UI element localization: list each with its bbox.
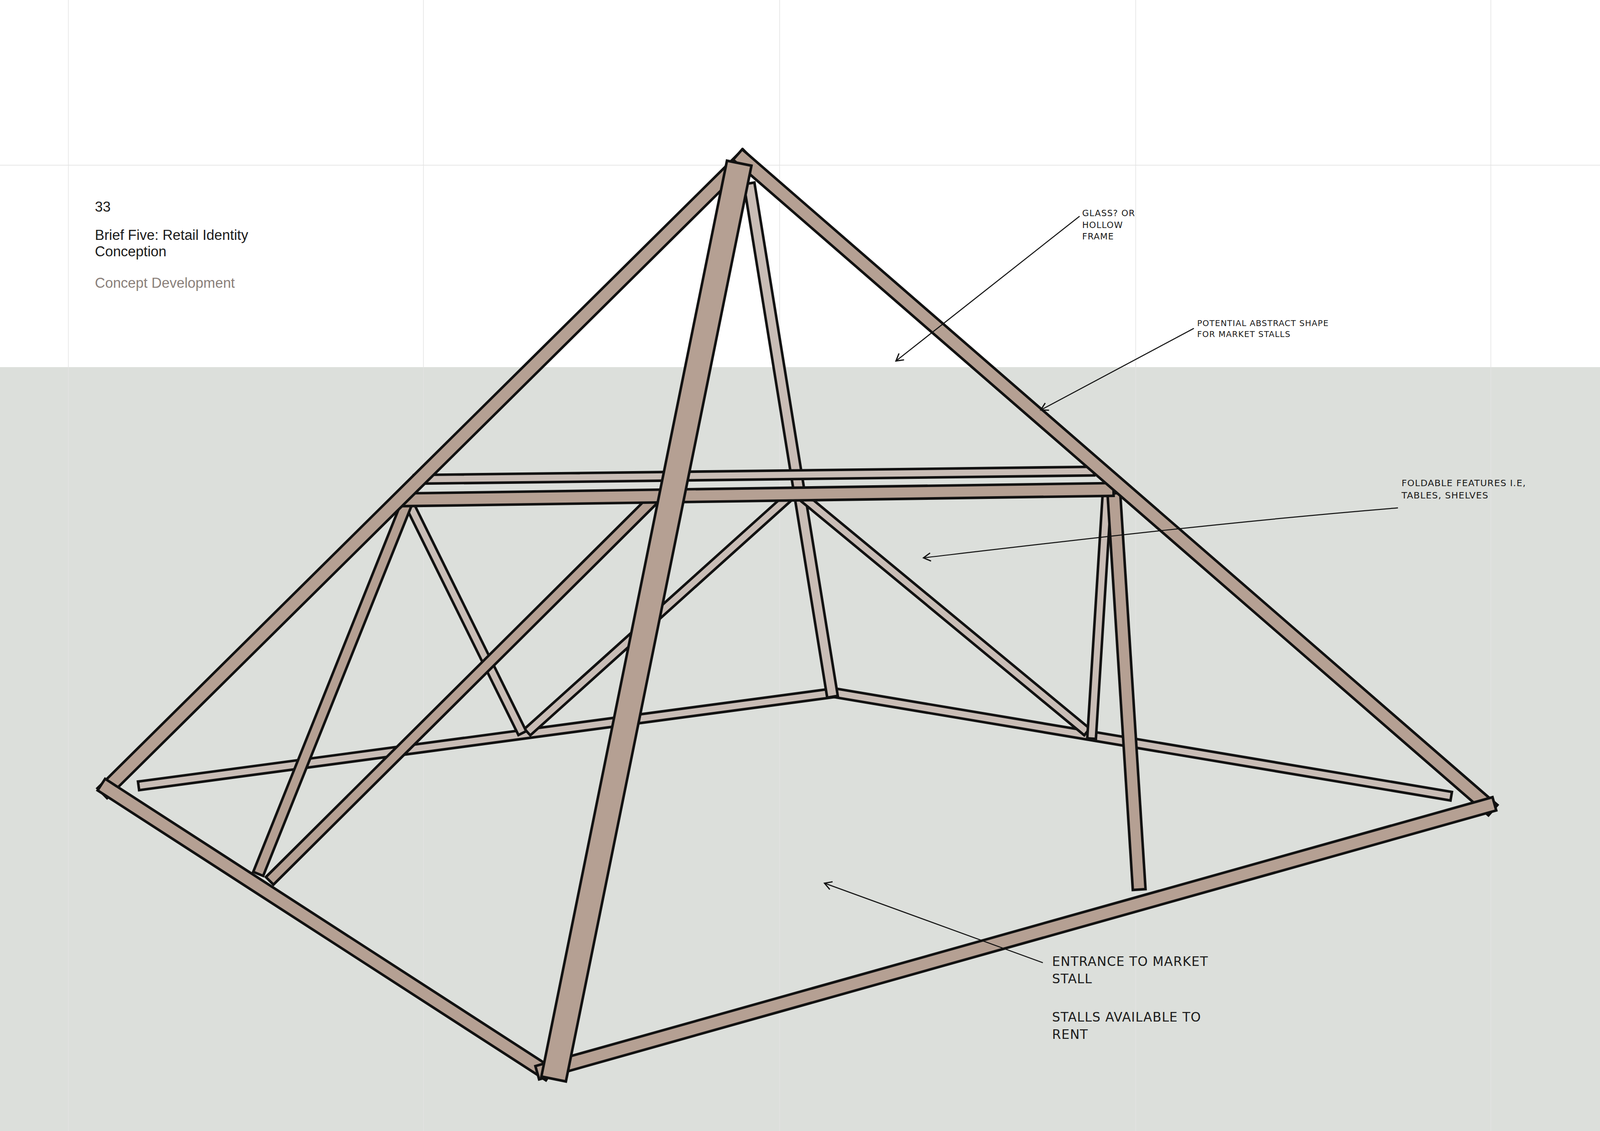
frame-beam	[107, 788, 544, 1072]
frame-beam	[142, 693, 829, 786]
frame-beam	[543, 806, 1488, 1072]
section-subtitle: Concept Development	[94, 275, 333, 292]
frame-beam	[806, 500, 1084, 730]
frame-beam	[1091, 491, 1108, 735]
frame-beam	[838, 693, 1447, 797]
frame-beam	[750, 188, 832, 692]
frame-beam	[750, 188, 832, 692]
frame-beam	[418, 471, 1090, 480]
frame-beam	[1114, 500, 1139, 884]
frame-beam	[408, 489, 1108, 500]
frame-beam	[1091, 491, 1108, 735]
frame-beam	[838, 693, 1447, 797]
page-number: 33	[94, 198, 150, 216]
annotation: GLASS? OR HOLLOW FRAME	[1082, 207, 1151, 243]
frame-beam	[742, 159, 1488, 807]
annotation: FOLDABLE FEATURES I.E, TABLES, SHELVES	[1401, 477, 1539, 502]
frame-beam	[742, 159, 1488, 807]
frame-beam	[556, 175, 737, 1068]
frame-beam	[556, 175, 737, 1068]
annotation: ENTRANCE TO MARKET STALL	[1052, 953, 1235, 989]
frame-beam	[142, 693, 829, 786]
page-title: Brief Five: Retail Identity Conception	[94, 227, 296, 261]
frame-beam	[408, 489, 1108, 500]
frame-beam	[107, 159, 743, 789]
frame-beam	[107, 159, 743, 789]
annotation: POTENTIAL ABSTRACT SHAPE FOR MARKET STAL…	[1197, 317, 1339, 341]
annotation: STALLS AVAILABLE TO RENT	[1052, 1009, 1235, 1044]
frame-beam	[543, 806, 1488, 1072]
frame-beam	[418, 471, 1090, 480]
frame-beam	[806, 500, 1084, 730]
frame-beam	[107, 788, 544, 1072]
frame-beam	[1114, 500, 1139, 884]
